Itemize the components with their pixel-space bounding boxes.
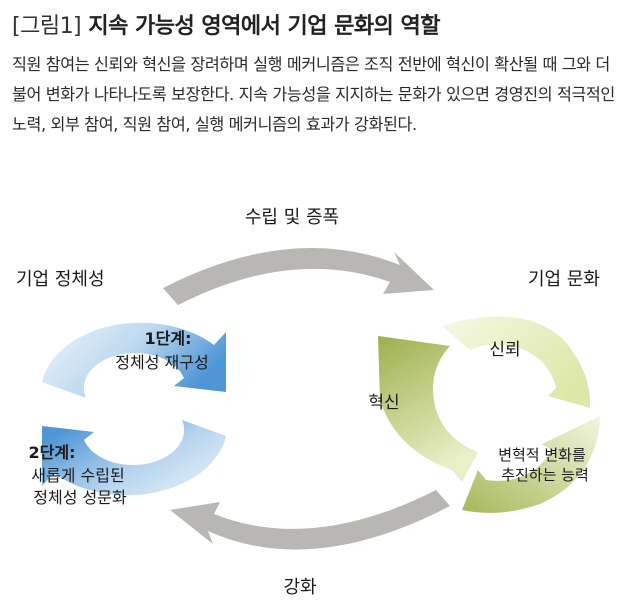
ability-line1: 변혁적 변화를: [498, 446, 586, 464]
left-section-title: 기업 정체성: [16, 269, 105, 290]
figure-title-text: 지속 가능성 영역에서 기업 문화의 역할: [88, 14, 440, 39]
stage2-title: 2단계:: [29, 443, 76, 462]
ability-line2: 추진하는 능력: [501, 466, 589, 484]
identity-cycle: 1단계: 정체성 재구성 2단계: 새롭게 수립된 정체성 성문화: [29, 322, 226, 507]
stage1-segment: [42, 322, 226, 398]
bottom-arrow-label: 강화: [283, 577, 316, 598]
figure-description: 직원 참여는 신뢰와 혁신을 장려하며 실행 메커니즘은 조직 전반에 혁신이 …: [12, 55, 615, 134]
trust-segment: [442, 316, 591, 408]
innovation-segment: [378, 336, 478, 482]
stage2-line2: 정체성 성문화: [33, 488, 127, 507]
trust-label: 신뢰: [489, 340, 520, 360]
innovation-label: 혁신: [368, 393, 399, 413]
stage1-text: 정체성 재구성: [115, 353, 208, 372]
stage1-title: 1단계:: [145, 329, 192, 348]
bottom-arrow: [170, 490, 450, 550]
top-arrow: [163, 248, 434, 305]
ability-segment: [462, 416, 600, 513]
stage2-segment: [42, 420, 226, 496]
top-arrow-label: 수립 및 증폭: [245, 207, 339, 228]
figure-tag: [그림1]: [12, 14, 82, 39]
figure-title: [그림1] 지속 가능성 영역에서 기업 문화의 역할: [12, 8, 440, 40]
right-section-title: 기업 문화: [528, 269, 600, 290]
stage2-line1: 새롭게 수립된: [31, 466, 124, 485]
culture-cycle: 신뢰 혁신 변혁적 변화를 추진하는 능력: [368, 316, 600, 513]
